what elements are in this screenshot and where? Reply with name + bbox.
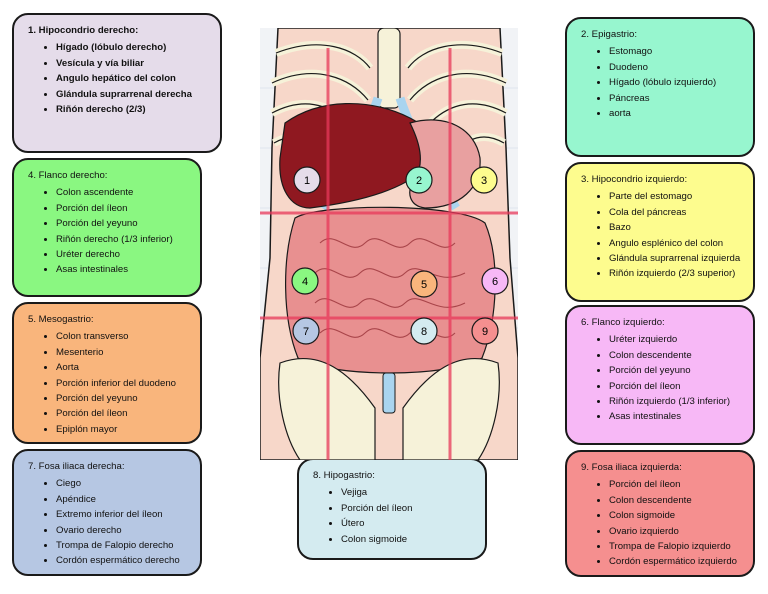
- region-7-item: Apéndice: [56, 492, 190, 507]
- region-9-item: Trompa de Falopio izquierdo: [609, 539, 743, 554]
- region-box-2: 2. Epigastrio: Estomago Duodeno Hígado (…: [565, 17, 755, 157]
- region-4-item: Porción del íleon: [56, 201, 190, 216]
- region-box-4: 4. Flanco derecho: Colon ascendente Porc…: [12, 158, 202, 297]
- marker-2: 2: [405, 166, 433, 194]
- region-7-item: Ciego: [56, 476, 190, 491]
- region-3-item: Riñón izquierdo (2/3 superior): [609, 266, 743, 281]
- region-2-item: Páncreas: [609, 91, 743, 106]
- region-9-item: Cordón espermático izquierdo: [609, 554, 743, 569]
- region-3-item: Parte del estomago: [609, 189, 743, 204]
- region-5-item: Porción inferior del duodeno: [56, 376, 190, 391]
- region-5-item: Colon transverso: [56, 329, 190, 344]
- region-1-item: Glándula suprarrenal derecha: [56, 87, 210, 102]
- marker-4: 4: [291, 267, 319, 295]
- spine-segment: [382, 372, 396, 414]
- region-6-item: Asas intestinales: [609, 409, 743, 424]
- marker-9: 9: [471, 317, 499, 345]
- region-9-item: Colon descendente: [609, 493, 743, 508]
- region-6-item: Porción del yeyuno: [609, 363, 743, 378]
- region-5-item: Epiplón mayor: [56, 422, 190, 437]
- region-1-item: Angulo hepático del colon: [56, 71, 210, 86]
- region-9-item: Porción del íleon: [609, 477, 743, 492]
- region-1-item: Vesícula y vía biliar: [56, 56, 210, 71]
- region-4-item: Porción del yeyuno: [56, 216, 190, 231]
- region-4-item: Uréter derecho: [56, 247, 190, 262]
- region-box-6: 6. Flanco izquierdo: Uréter izquierdo Co…: [565, 305, 755, 445]
- marker-1: 1: [293, 166, 321, 194]
- marker-8: 8: [410, 317, 438, 345]
- region-3-item: Angulo esplénico del colon: [609, 236, 743, 251]
- region-4-item: Colon ascendente: [56, 185, 190, 200]
- region-4-item: Asas intestinales: [56, 262, 190, 277]
- marker-6: 6: [481, 267, 509, 295]
- region-box-1: 1. Hipocondrio derecho: Hígado (lóbulo d…: [12, 13, 222, 153]
- svg-text:9: 9: [482, 326, 488, 338]
- svg-text:5: 5: [421, 279, 427, 291]
- region-9-item: Colon sigmoide: [609, 508, 743, 523]
- region-2-item: Duodeno: [609, 60, 743, 75]
- region-title-5: 5. Mesogastrio:: [28, 314, 94, 325]
- region-7-item: Trompa de Falopio derecho: [56, 538, 190, 553]
- region-3-item: Glándula suprarrenal izquierda: [609, 251, 743, 266]
- region-3-item: Bazo: [609, 220, 743, 235]
- region-box-7: 7. Fosa iliaca derecha: Ciego Apéndice E…: [12, 449, 202, 576]
- region-1-item: Hígado (lóbulo derecho): [56, 40, 210, 55]
- intestines: [285, 206, 496, 374]
- region-8-item: Porción del íleon: [341, 501, 475, 516]
- region-box-5: 5. Mesogastrio: Colon transverso Mesente…: [12, 302, 202, 444]
- svg-text:1: 1: [304, 175, 310, 187]
- abdomen-illustration: 1 2 3 4 5 6 7 8 9: [260, 28, 518, 460]
- region-2-item: Estomago: [609, 44, 743, 59]
- region-title-9: 9. Fosa iliaca izquierda:: [581, 462, 682, 473]
- region-5-item: Mesenterio: [56, 345, 190, 360]
- marker-3: 3: [470, 166, 498, 194]
- region-4-item: Riñón derecho (1/3 inferior): [56, 232, 190, 247]
- svg-text:7: 7: [303, 326, 309, 338]
- region-2-item: aorta: [609, 106, 743, 121]
- region-6-item: Porción del íleon: [609, 379, 743, 394]
- region-title-7: 7. Fosa iliaca derecha:: [28, 461, 125, 472]
- region-title-6: 6. Flanco izquierdo:: [581, 317, 665, 328]
- region-6-item: Colon descendente: [609, 348, 743, 363]
- region-box-3: 3. Hipocondrio izquierdo: Parte del esto…: [565, 162, 755, 302]
- svg-text:2: 2: [416, 175, 422, 187]
- region-title-2: 2. Epigastrio:: [581, 29, 637, 40]
- region-title-8: 8. Hipogastrio:: [313, 470, 375, 481]
- region-5-item: Porción del yeyuno: [56, 391, 190, 406]
- region-1-item: Riñón derecho (2/3): [56, 102, 210, 117]
- region-9-item: Ovario izquierdo: [609, 524, 743, 539]
- marker-7: 7: [292, 317, 320, 345]
- region-8-item: Vejiga: [341, 485, 475, 500]
- svg-text:4: 4: [302, 276, 308, 288]
- sternum: [377, 28, 401, 109]
- svg-text:3: 3: [481, 175, 487, 187]
- region-7-item: Cordón espermático derecho: [56, 553, 190, 568]
- region-8-item: Útero: [341, 516, 475, 531]
- region-7-item: Extremo inferior del íleon: [56, 507, 190, 522]
- region-5-item: Porción del íleon: [56, 406, 190, 421]
- region-box-9: 9. Fosa iliaca izquierda: Porción del íl…: [565, 450, 755, 577]
- region-3-item: Cola del páncreas: [609, 205, 743, 220]
- region-6-item: Uréter izquierdo: [609, 332, 743, 347]
- svg-text:8: 8: [421, 326, 427, 338]
- region-box-8: 8. Hipogastrio: Vejiga Porción del íleon…: [297, 458, 487, 560]
- region-dividers: [260, 48, 518, 460]
- marker-5: 5: [410, 270, 438, 298]
- region-title-4: 4. Flanco derecho:: [28, 170, 108, 181]
- region-title-1: 1. Hipocondrio derecho:: [28, 25, 139, 36]
- region-title-3: 3. Hipocondrio izquierdo:: [581, 174, 688, 185]
- region-7-item: Ovario derecho: [56, 523, 190, 538]
- region-5-item: Aorta: [56, 360, 190, 375]
- region-6-item: Riñón izquierdo (1/3 inferior): [609, 394, 743, 409]
- svg-text:6: 6: [492, 276, 498, 288]
- region-8-item: Colon sigmoide: [341, 532, 475, 547]
- region-2-item: Hígado (lóbulo izquierdo): [609, 75, 743, 90]
